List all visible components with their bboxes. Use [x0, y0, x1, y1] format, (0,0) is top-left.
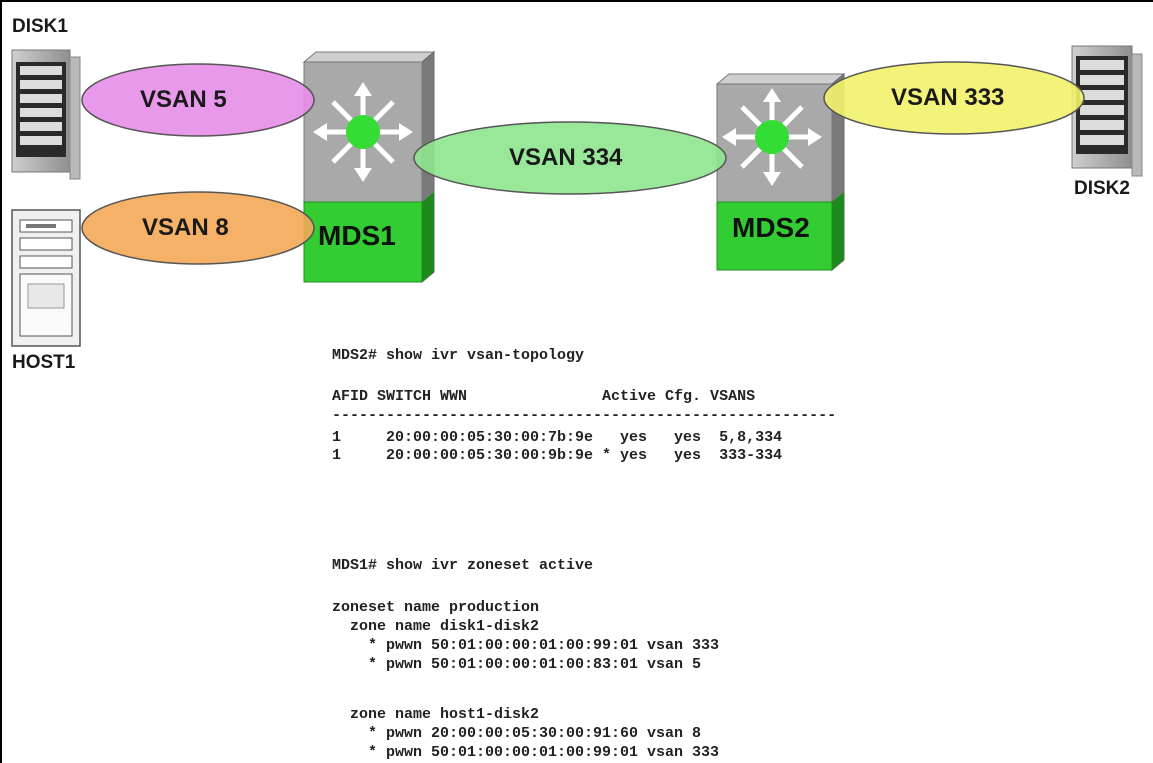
zoneset-command: MDS1# show ivr zoneset active: [332, 557, 594, 574]
zoneset-line: zone name host1-disk2: [332, 706, 540, 723]
disk1-label: DISK1: [12, 16, 68, 37]
vsan5-label: VSAN 5: [140, 86, 227, 113]
disk2-label: DISK2: [1074, 178, 1130, 199]
zoneset-line: zone name disk1-disk2: [332, 618, 540, 635]
zoneset-line: * pwwn 20:00:00:05:30:00:91:60 vsan 8: [332, 725, 702, 742]
vsan5-ellipse: [81, 63, 315, 137]
vsan333-label: VSAN 333: [891, 84, 1005, 111]
topology-row: 1 20:00:00:05:30:00:7b:9e yes yes 5,8,33…: [332, 429, 783, 446]
host1-label: HOST1: [12, 352, 76, 373]
topology-separator: ----------------------------------------…: [332, 407, 837, 424]
zoneset-line: zoneset name production: [332, 599, 540, 616]
vsan8-label: VSAN 8: [142, 214, 229, 241]
zoneset-line: * pwwn 50:01:00:00:01:00:83:01 vsan 5: [332, 656, 702, 673]
topology-header: AFID SWITCH WWN Active Cfg. VSANS: [332, 388, 756, 405]
vsan334-ellipse: [413, 121, 727, 195]
vsan334-label: VSAN 334: [509, 144, 623, 171]
vsan333-ellipse: [823, 61, 1085, 135]
disk2-icon: [1071, 45, 1143, 177]
mds2-label: MDS2: [732, 212, 810, 243]
zoneset-line: * pwwn 50:01:00:00:01:00:99:01 vsan 333: [332, 637, 720, 654]
zoneset-line: * pwwn 50:01:00:00:01:00:99:01 vsan 333: [332, 744, 720, 761]
vsan8-ellipse: [81, 191, 315, 265]
mds2-switch: [715, 72, 846, 272]
topology-command: MDS2# show ivr vsan-topology: [332, 347, 585, 364]
disk1-icon: [11, 49, 81, 180]
mds1-label: MDS1: [318, 220, 396, 251]
mds1-switch: [302, 50, 436, 284]
host1-icon: [11, 209, 81, 347]
topology-row: 1 20:00:00:05:30:00:9b:9e * yes yes 333-…: [332, 447, 783, 464]
